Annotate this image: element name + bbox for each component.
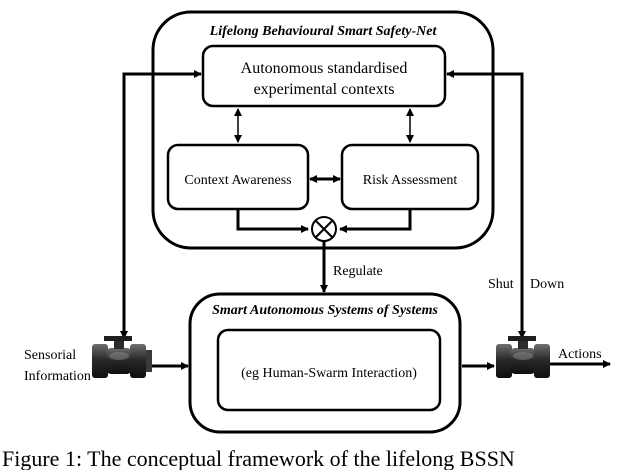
down-label: Down: [530, 277, 564, 292]
contexts-label-line1: Autonomous standardised: [241, 60, 408, 77]
regulate-label: Regulate: [333, 264, 383, 279]
risk-assessment-label: Risk Assessment: [363, 173, 458, 188]
sensorial-label: Sensorial: [24, 348, 76, 363]
safety-net-title: Lifelong Behavioural Smart Safety-Net: [209, 24, 438, 39]
interaction-box: [216, 328, 442, 412]
systems-title: Smart Autonomous Systems of Systems: [212, 303, 438, 318]
systems-box: [188, 292, 462, 434]
line-risk-to-combiner: [339, 210, 412, 233]
shut-label: Shut: [488, 277, 514, 292]
output-valve-icon: [496, 336, 550, 378]
context-awareness-label: Context Awareness: [184, 173, 291, 188]
framework-diagram: Lifelong Behavioural Smart Safety-Net Au…: [24, 10, 611, 434]
combiner-icon: [311, 216, 337, 242]
line-awareness-to-combiner: [236, 210, 309, 233]
left-feedback-line: [122, 70, 202, 335]
context-awareness-box: [166, 143, 310, 211]
information-label: Information: [24, 369, 91, 384]
right-feedback-line: [446, 70, 526, 339]
figure-caption: Figure 1: The conceptual framework of th…: [2, 446, 515, 470]
input-valve-icon: [92, 336, 152, 378]
contexts-box: [201, 44, 447, 108]
contexts-label-line2: experimental contexts: [254, 81, 395, 98]
actions-label: Actions: [558, 347, 602, 362]
interaction-label: (eg Human-Swarm Interaction): [241, 366, 417, 381]
